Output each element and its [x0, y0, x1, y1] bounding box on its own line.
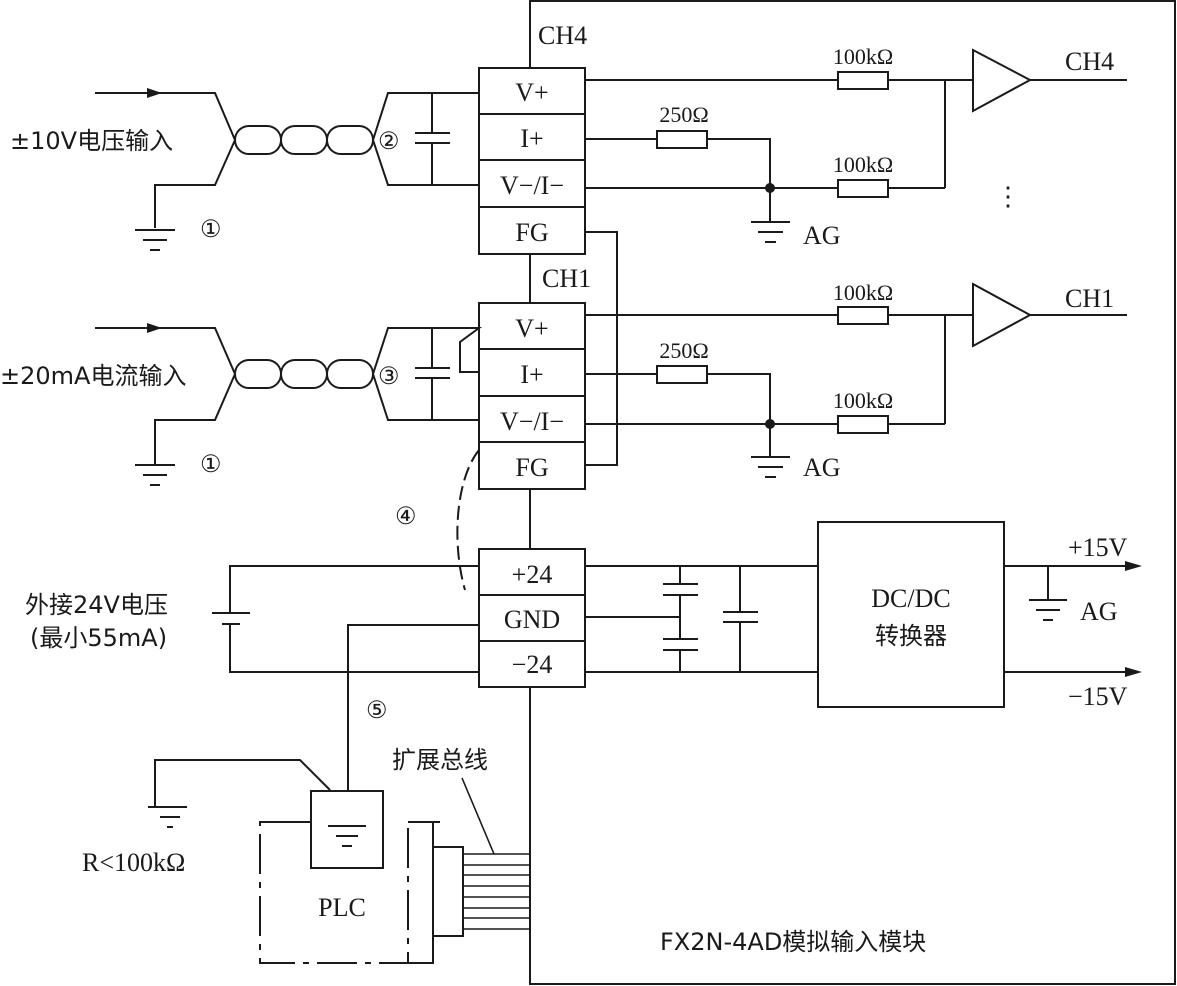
ch1-arrow-icon — [147, 323, 162, 333]
ch1-output-label: CH1 — [1065, 284, 1114, 313]
ch4-ground-marker: ① — [200, 217, 222, 243]
ch1-resistor-100k-a-label: 100kΩ — [833, 280, 893, 305]
gnd-to-plc-wire — [347, 624, 479, 790]
ch4-terminal-fg: FG — [515, 218, 548, 247]
fg-link-marker: ④ — [395, 504, 417, 530]
ch1-block-label: CH1 — [542, 264, 591, 293]
ch4-resistor-100k-b-label: 100kΩ — [833, 152, 893, 177]
ch4-resistor-100k-b — [837, 179, 889, 198]
ch1-input-wire — [95, 327, 237, 464]
dc-dc-converter — [817, 521, 1005, 708]
plc-bus-connector — [432, 846, 464, 937]
ch1-terminal-iplus: I+ — [520, 360, 543, 389]
external-24v-label: 外接24V电压 — [25, 591, 168, 619]
ch1-input-label: ±20mA电流输入 — [0, 362, 186, 390]
ch1-filter-capacitor-icon — [415, 328, 450, 420]
plc-earth-wire — [154, 759, 331, 800]
ch4-filter-capacitor-icon — [415, 93, 450, 185]
module-title: FX2N-4AD模拟输入模块 — [660, 928, 926, 956]
plus15v-arrow-icon — [1125, 561, 1142, 571]
ch1-terminal-vminus: V−/I− — [500, 407, 564, 436]
external-24v-min-current: (最小55mA) — [30, 624, 167, 652]
ch1-ground-marker: ① — [200, 452, 222, 478]
ch4-twisted-pair-icon — [234, 125, 374, 155]
channel-ch4: CH4 V+ I+ V−/I− FG ±10V电压输入 ① — [10, 1, 1127, 255]
expansion-bus-label: 扩展总线 — [392, 746, 488, 774]
minus15v-arrow-icon — [1125, 667, 1142, 677]
module-enclosure — [529, 0, 1176, 985]
terminal-plus24: +24 — [512, 560, 553, 589]
channel-ch1: CH1 V+ I+ V−/I− FG ±20mA电流输入 ① ③ — [0, 264, 1127, 490]
ch4-terminal-iplus: I+ — [520, 124, 543, 153]
expansion-bus-cable — [463, 853, 530, 930]
battery-icon — [212, 612, 250, 625]
ch1-resistor-250 — [656, 365, 708, 384]
ch1-resistor-100k-a — [837, 306, 889, 325]
ch4-amplifier-icon — [972, 48, 1033, 113]
plc-earth-ground-icon — [148, 800, 187, 828]
converter-ground-icon — [1029, 599, 1067, 621]
power-terminal-block: +24 GND −24 — [478, 548, 586, 688]
channel-ellipsis: ⋮ — [995, 182, 1021, 211]
ch1-resistor-100k-b — [837, 415, 889, 434]
ch4-block-label: CH4 — [538, 21, 587, 50]
ch1-ground-label: AG — [803, 453, 841, 482]
plc-ground-terminal — [310, 790, 384, 869]
fg-to-24v-dashed-link — [456, 449, 480, 591]
ch4-ground-icon — [135, 229, 175, 251]
ch4-terminal-vminus: V−/I− — [500, 171, 564, 200]
plc-ground-marker: ⑤ — [366, 698, 388, 724]
ch4-arrow-icon — [147, 88, 162, 98]
fg-link-wire — [585, 231, 618, 466]
terminal-minus24: −24 — [512, 650, 553, 679]
ch1-terminal-block: V+ I+ V−/I− FG — [478, 302, 586, 490]
ch1-junction — [765, 419, 775, 429]
plc-unit: PLC — [259, 790, 464, 964]
ch1-current-jumper — [459, 327, 483, 373]
ch1-resistor-100k-b-label: 100kΩ — [833, 388, 893, 413]
decoupling-capacitor-icons — [663, 566, 758, 672]
ch1-ground-icon — [135, 464, 175, 486]
terminal-gnd: GND — [504, 605, 560, 634]
ch4-resistor-100k-a-label: 100kΩ — [833, 44, 893, 69]
ch4-shield-marker: ② — [378, 129, 400, 155]
converter-label-2: 转换器 — [875, 622, 947, 650]
ch4-analog-ground-icon — [751, 221, 790, 243]
bus-label-leader — [461, 777, 495, 855]
ch1-analog-ground-icon — [751, 456, 790, 478]
converter-ground-label: AG — [1080, 597, 1118, 626]
ch1-twisted-pair-icon — [234, 359, 374, 389]
ch4-terminal-block: V+ I+ V−/I− FG — [478, 67, 586, 255]
plc-ground-icon — [328, 825, 366, 847]
ch4-junction — [765, 183, 775, 193]
ch4-output-label: CH4 — [1065, 47, 1114, 76]
ch1-shield-marker: ③ — [378, 364, 400, 390]
ch4-input-label: ±10V电压输入 — [10, 127, 173, 155]
ch1-amplifier-icon — [972, 282, 1033, 348]
ch1-resistor-250-label: 250Ω — [659, 338, 708, 363]
ch4-input-wire — [95, 92, 237, 228]
earth-resistance-label: R<100kΩ — [82, 848, 185, 877]
ch4-resistor-250-label: 250Ω — [659, 102, 708, 127]
plc-label: PLC — [318, 893, 366, 922]
plus15v-label: +15V — [1068, 533, 1128, 562]
ch1-terminal-vplus: V+ — [515, 314, 548, 343]
ch4-resistor-250 — [656, 130, 708, 149]
ch1-terminal-fg: FG — [515, 453, 548, 482]
ch4-terminal-vplus: V+ — [515, 78, 548, 107]
ch4-ground-label: AG — [803, 221, 841, 250]
converter-label-1: DC/DC — [871, 584, 950, 613]
ch4-resistor-100k-a — [837, 71, 889, 90]
minus15v-label: −15V — [1068, 682, 1128, 711]
